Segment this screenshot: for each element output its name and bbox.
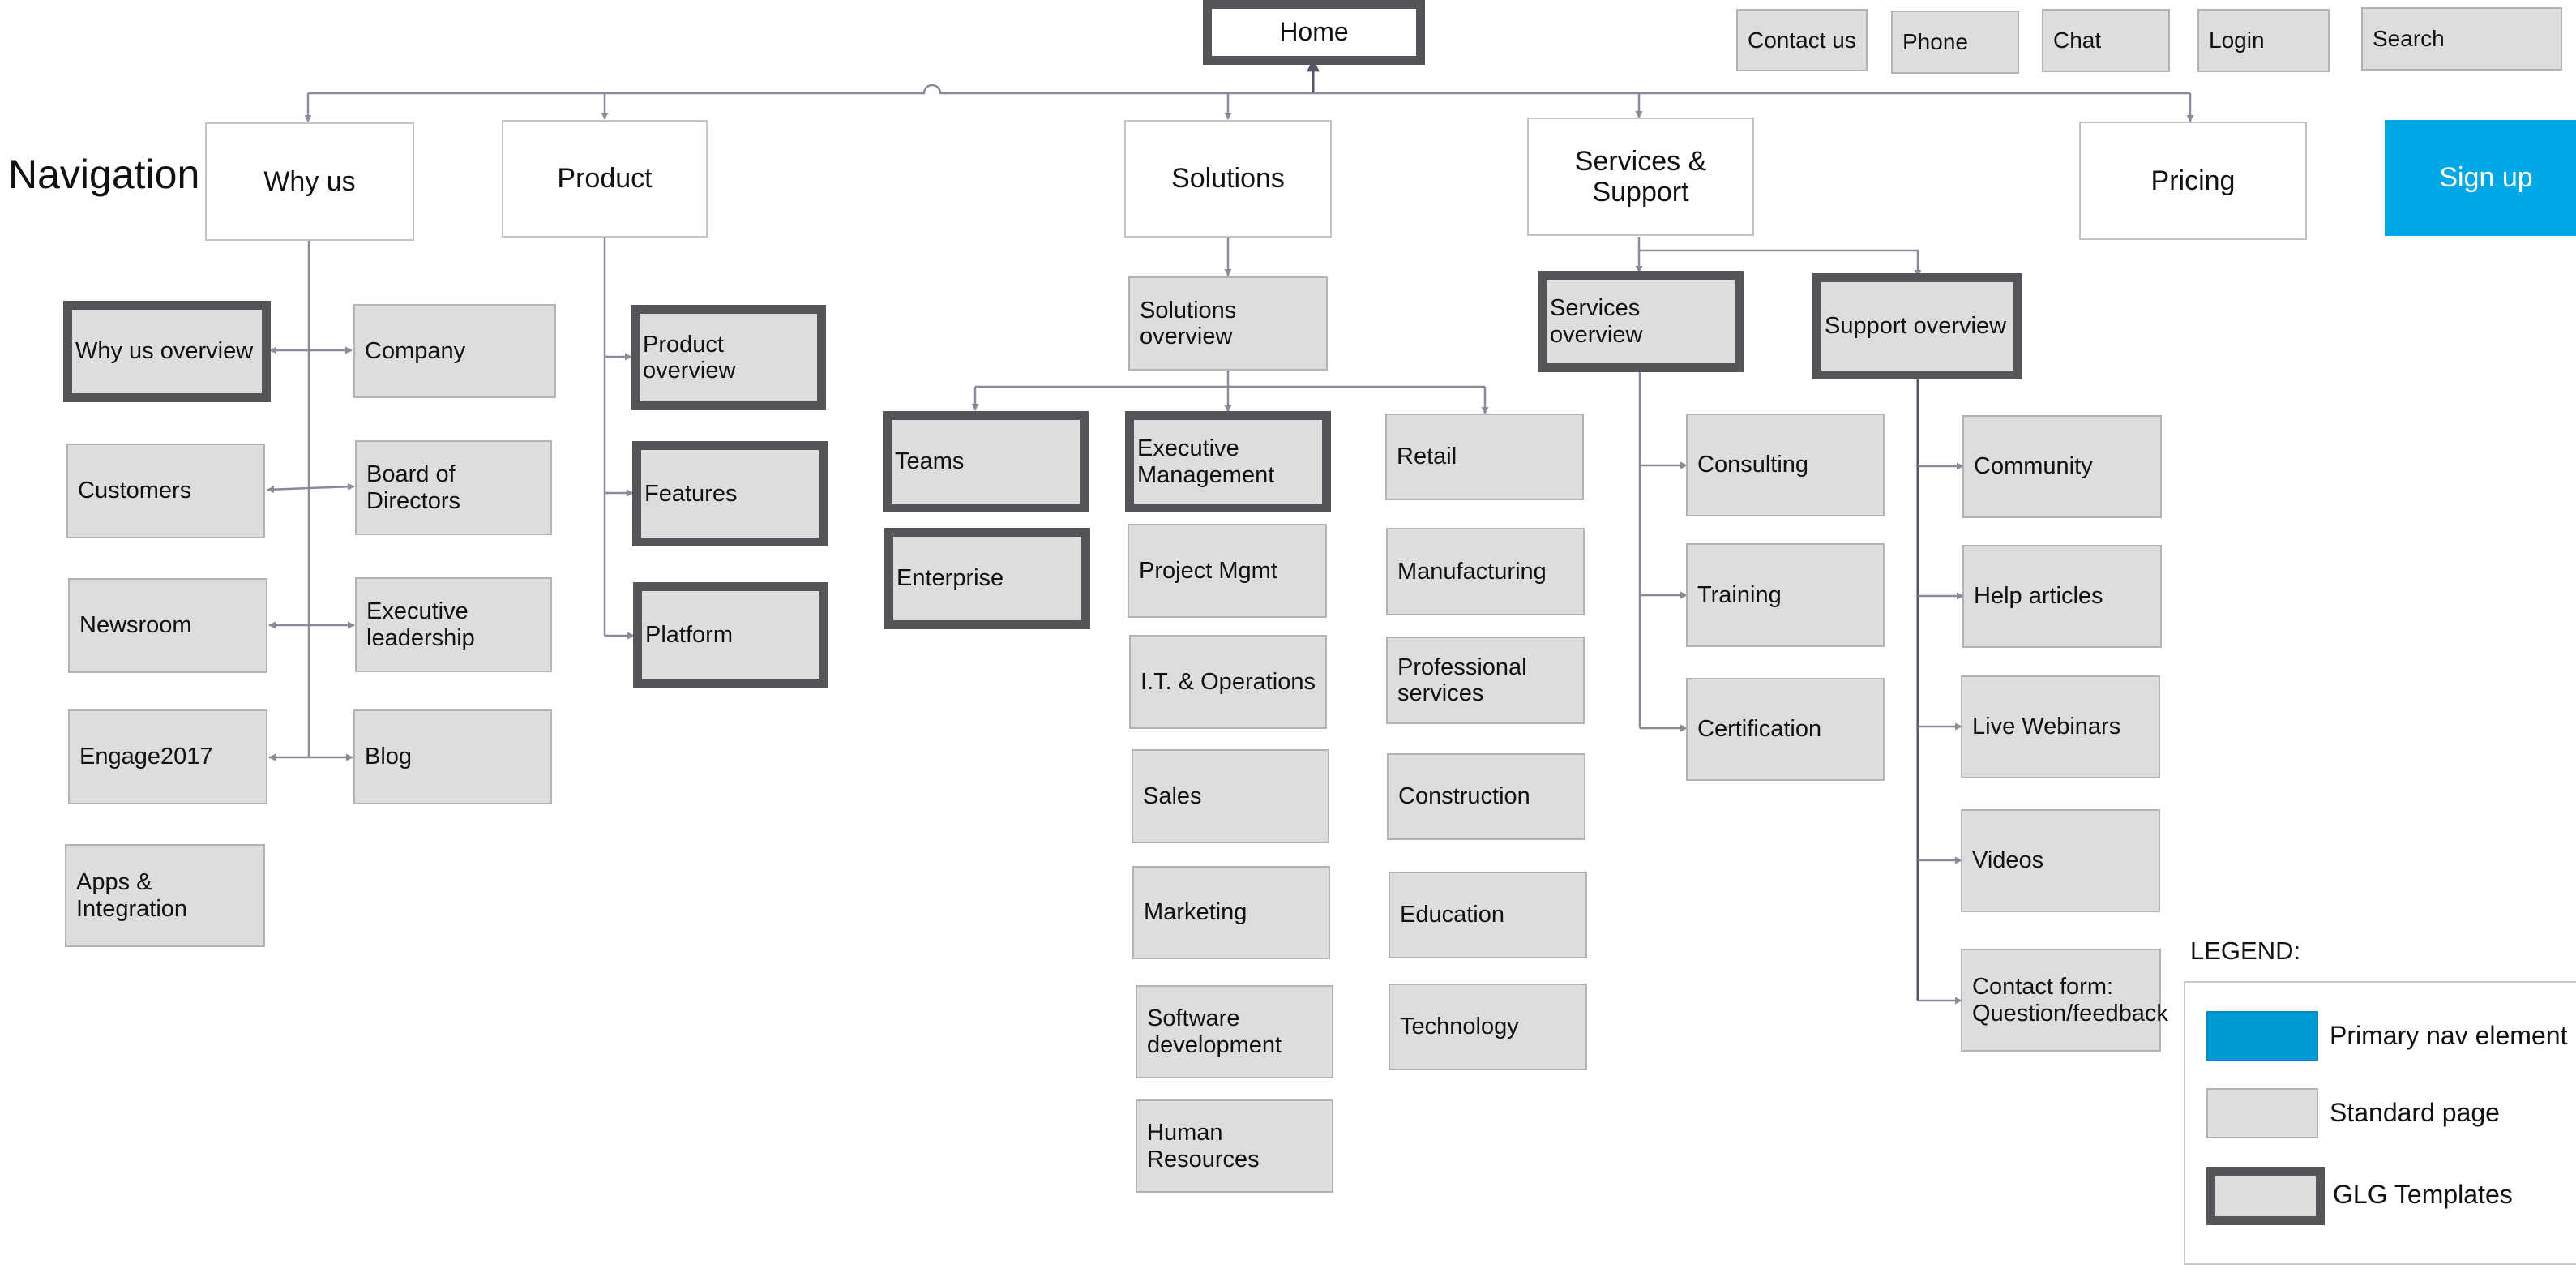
home-node[interactable]: Home: [1203, 0, 1425, 65]
solutions-it-operations[interactable]: I.T. & Operations: [1129, 635, 1327, 729]
legend-swatch-standard: [2206, 1088, 2318, 1138]
product-platform[interactable]: Platform: [633, 582, 828, 688]
solutions-construction[interactable]: Construction: [1387, 753, 1585, 840]
why-us-apps-integration[interactable]: Apps & Integration: [65, 844, 265, 947]
sign-up-button[interactable]: Sign up: [2385, 120, 2576, 236]
solutions-professional-services[interactable]: Professional services: [1386, 636, 1585, 724]
solutions-human-resources[interactable]: Human Resources: [1136, 1099, 1333, 1193]
solutions-education[interactable]: Education: [1389, 872, 1587, 958]
product-overview[interactable]: Product overview: [631, 305, 826, 410]
support-contact-form[interactable]: Contact form: Question/feedback: [1961, 949, 2168, 1052]
why-us-customers[interactable]: Customers: [66, 444, 265, 538]
legend-label-glg: GLG Templates: [2333, 1180, 2513, 1209]
legend-title: LEGEND:: [2190, 937, 2301, 965]
support-community[interactable]: Community: [1962, 415, 2162, 518]
why-us-overview[interactable]: Why us overview: [63, 301, 271, 402]
solutions-enterprise[interactable]: Enterprise: [884, 528, 1090, 629]
solutions-sales[interactable]: Sales: [1132, 749, 1329, 843]
nav-solutions[interactable]: Solutions: [1124, 120, 1332, 238]
legend-swatch-glg: [2206, 1167, 2325, 1225]
utility-contact-us[interactable]: Contact us: [1736, 9, 1868, 71]
why-us-branch: [267, 486, 310, 494]
solutions-marketing[interactable]: Marketing: [1132, 866, 1330, 959]
why-us-branch: [308, 482, 355, 491]
legend-label-primary: Primary nav element: [2330, 1021, 2568, 1050]
legend-swatch-primary: [2206, 1011, 2318, 1061]
solutions-project-mgmt[interactable]: Project Mgmt: [1128, 524, 1327, 618]
support-videos[interactable]: Videos: [1961, 809, 2160, 912]
why-us-engage2017[interactable]: Engage2017: [68, 709, 267, 804]
solutions-overview[interactable]: Solutions overview: [1128, 276, 1328, 371]
solutions-software-development[interactable]: Software development: [1136, 985, 1333, 1078]
product-features[interactable]: Features: [632, 441, 828, 546]
solutions-manufacturing[interactable]: Manufacturing: [1386, 528, 1585, 615]
why-us-board-of-directors[interactable]: Board of Directors: [355, 440, 552, 535]
why-us-company[interactable]: Company: [353, 304, 556, 398]
legend-label-standard: Standard page: [2330, 1098, 2500, 1127]
utility-search[interactable]: Search: [2361, 7, 2562, 71]
why-us-executive-leadership[interactable]: Executive leadership: [355, 577, 552, 672]
services-link: [1639, 249, 1922, 277]
support-live-webinars[interactable]: Live Webinars: [1961, 675, 2160, 778]
support-help-articles[interactable]: Help articles: [1962, 545, 2162, 648]
legend: Primary nav element Standard page GLG Te…: [2184, 981, 2576, 1265]
why-us-newsroom[interactable]: Newsroom: [68, 578, 267, 673]
solutions-technology[interactable]: Technology: [1389, 984, 1587, 1070]
solutions-teams[interactable]: Teams: [883, 411, 1089, 512]
nav-product[interactable]: Product: [502, 120, 708, 238]
utility-login[interactable]: Login: [2197, 9, 2330, 72]
services-training[interactable]: Training: [1686, 543, 1885, 647]
utility-chat[interactable]: Chat: [2042, 9, 2170, 72]
nav-why-us[interactable]: Why us: [205, 122, 414, 241]
nav-services-support[interactable]: Services & Support: [1527, 118, 1754, 236]
why-us-blog[interactable]: Blog: [353, 709, 552, 804]
support-overview[interactable]: Support overview: [1812, 273, 2022, 379]
diagram-title: Navigation: [8, 152, 200, 197]
services-overview[interactable]: Services overview: [1538, 271, 1744, 372]
solutions-retail[interactable]: Retail: [1385, 414, 1584, 500]
services-certification[interactable]: Certification: [1686, 678, 1885, 781]
nav-pricing[interactable]: Pricing: [2079, 122, 2307, 240]
services-consulting[interactable]: Consulting: [1686, 414, 1885, 516]
solutions-executive-management[interactable]: Executive Management: [1125, 411, 1331, 512]
home-bus-line: [308, 84, 2190, 95]
utility-phone[interactable]: Phone: [1891, 11, 2019, 74]
